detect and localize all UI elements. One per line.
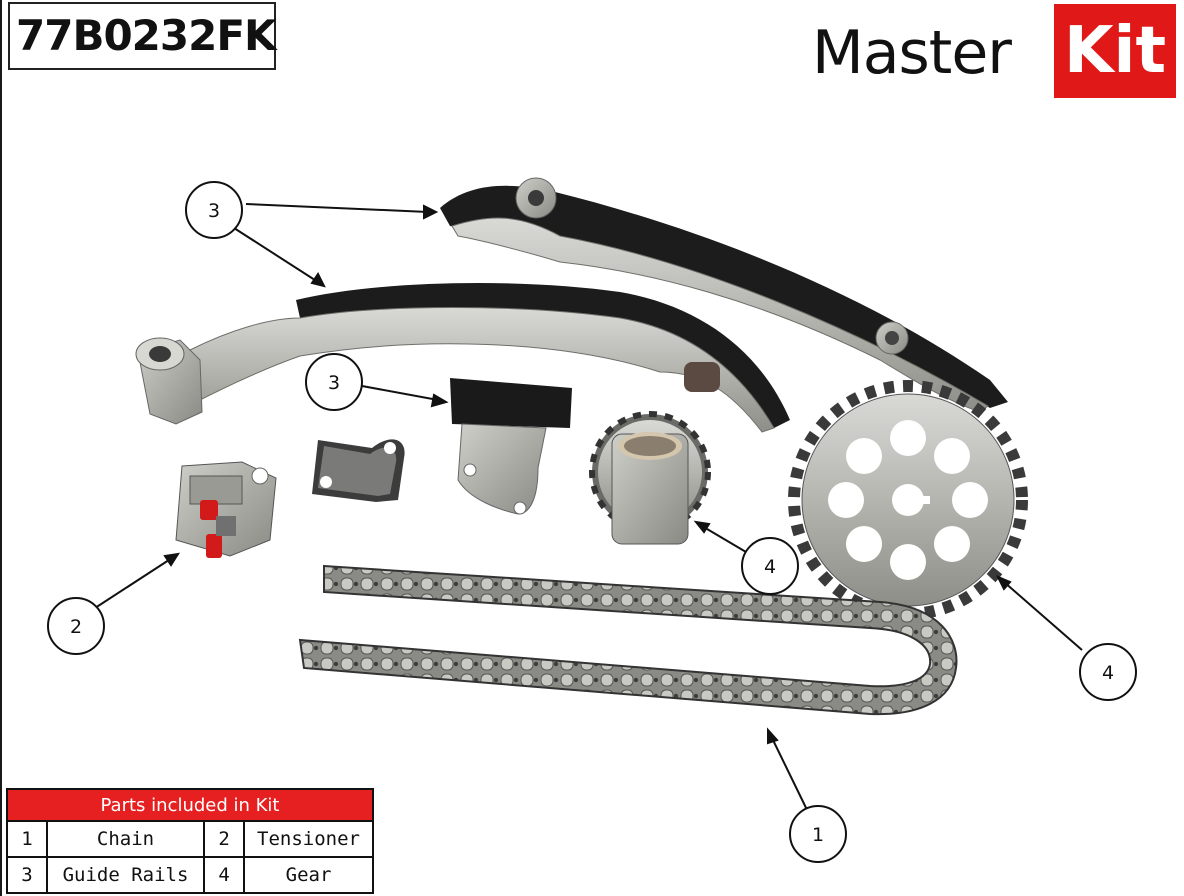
table-row: 1 Chain 2 Tensioner xyxy=(6,820,374,858)
gear-small xyxy=(589,411,711,545)
logo-master-text: Master xyxy=(812,18,1012,88)
svg-text:1: 1 xyxy=(812,824,824,846)
part-number: 2 xyxy=(203,820,246,858)
callout-3b: 3 xyxy=(305,353,363,411)
svg-text:3: 3 xyxy=(208,200,220,222)
part-name: Guide Rails xyxy=(45,856,206,894)
timing-chain xyxy=(298,564,958,716)
callout-4a: 4 xyxy=(741,537,799,595)
callout-1: 1 xyxy=(789,805,847,863)
parts-table-title: Parts included in Kit xyxy=(6,788,374,822)
svg-text:4: 4 xyxy=(764,556,776,578)
parts-table: Parts included in Kit 1 Chain 2 Tensione… xyxy=(6,788,374,894)
part-code: 77B0232FK xyxy=(8,2,277,70)
logo-kit-badge: Kit xyxy=(1054,4,1176,98)
part-name: Tensioner xyxy=(243,820,374,858)
part-name: Chain xyxy=(45,820,206,858)
svg-text:4: 4 xyxy=(1102,662,1114,684)
guide-small xyxy=(450,378,572,515)
guide-rail-upper xyxy=(440,177,1008,413)
table-row: 3 Guide Rails 4 Gear xyxy=(6,856,374,894)
part-number: 4 xyxy=(203,856,246,894)
svg-text:2: 2 xyxy=(70,616,82,638)
part-name: Gear xyxy=(243,856,374,894)
callout-4b: 4 xyxy=(1079,643,1137,701)
callout-2: 2 xyxy=(47,597,105,655)
brand-logo: Master Kit xyxy=(812,4,1178,100)
callout-3a: 3 xyxy=(185,181,243,239)
part-number: 3 xyxy=(6,856,48,894)
tensioner-gasket xyxy=(312,439,405,502)
gear-large xyxy=(788,380,1028,620)
svg-text:3: 3 xyxy=(328,372,340,394)
leader-lines xyxy=(91,203,1083,817)
part-number: 1 xyxy=(6,820,48,858)
guide-rail-lower xyxy=(135,282,790,433)
tensioner xyxy=(175,461,277,558)
